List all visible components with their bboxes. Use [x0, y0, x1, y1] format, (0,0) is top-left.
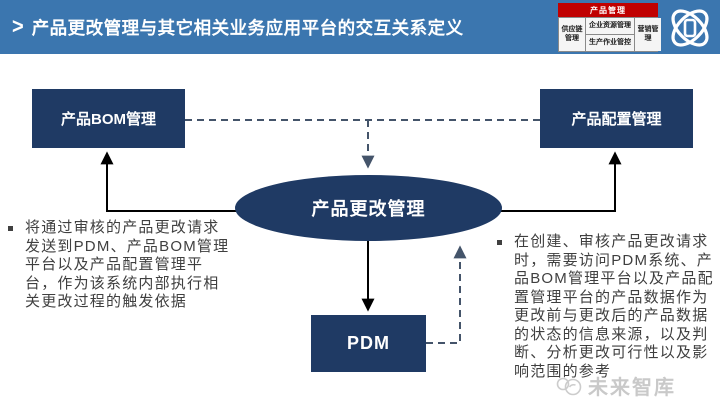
title-wrap: > 产品更改管理与其它相关业务应用平台的交互关系定义	[12, 0, 464, 54]
solid-arrow-to-config	[497, 151, 622, 212]
note-right: 在创建、审核产品更改请求时，需要访问PDM系统、产品BOM管理平台以及产品配置管…	[497, 233, 719, 381]
note-text: 在创建、审核产品更改请求时，需要访问PDM系统、产品BOM管理平台以及产品配置管…	[514, 233, 714, 380]
header-bar: > 产品更改管理与其它相关业务应用平台的交互关系定义 产品管理 供应链管理 企业…	[0, 0, 720, 54]
nav-cell-production: 生产作业管控	[586, 35, 634, 51]
nav-cell-supply-chain: 供应链管理	[559, 18, 585, 51]
atom-logo-icon	[671, 9, 709, 47]
watermark-logo-icon	[556, 377, 582, 395]
node-pdm: PDM	[311, 315, 426, 372]
note-text: 将通过审核的产品更改请求发送到PDM、产品BOM管理平台以及产品配置管理平台，作…	[25, 219, 230, 310]
square-bullet-icon	[497, 240, 502, 245]
nav-cell-erp: 企业资源管理	[586, 18, 634, 34]
note-left: 将通过审核的产品更改请求发送到PDM、产品BOM管理平台以及产品配置管理平台，作…	[8, 219, 230, 312]
phone-glyph	[683, 18, 697, 38]
nav-cell-marketing: 营销管理	[635, 18, 661, 51]
dashed-arrow-pdm-to-ellipse	[426, 245, 467, 344]
node-product-bom: 产品BOM管理	[32, 89, 185, 148]
chevron-right-icon: >	[12, 14, 24, 39]
square-bullet-icon	[8, 226, 13, 231]
solid-arrow-to-bom	[100, 151, 240, 212]
nav-table-body: 供应链管理 企业资源管理 营销管理 生产作业管控	[558, 17, 661, 52]
watermark: 未来智库	[556, 371, 676, 400]
node-product-config: 产品配置管理	[540, 89, 693, 148]
page-title: 产品更改管理与其它相关业务应用平台的交互关系定义	[31, 17, 464, 38]
watermark-text: 未来智库	[588, 377, 676, 399]
node-product-change: 产品更改管理	[235, 175, 502, 241]
nav-table-header: 产品管理	[558, 3, 658, 17]
nav-table: 产品管理 供应链管理 企业资源管理 营销管理 生产作业管控	[558, 3, 661, 52]
